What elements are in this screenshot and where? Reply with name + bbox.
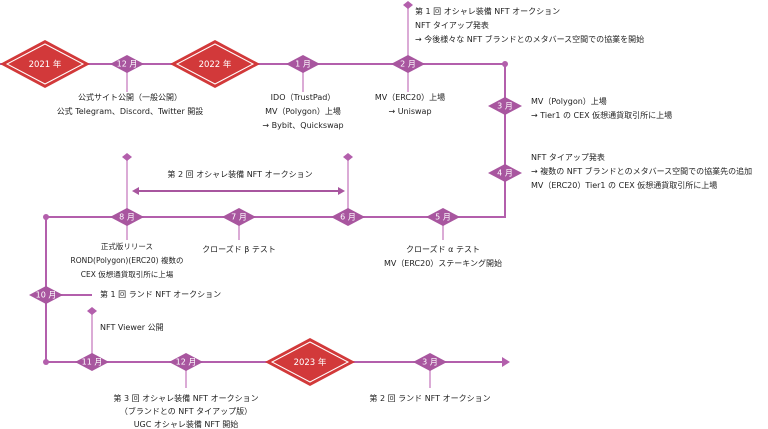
month-nov: 11 月 <box>81 357 103 367</box>
event-line: 公式 Telegram、Discord、Twitter 開設 <box>56 107 204 116</box>
event-feb-above: 第 1 回 オシャレ装備 NFT オークション NFT タイアップ発表 → 今後… <box>415 5 644 47</box>
event-line: → 複数の NFT ブランドとのメタバース空間での協業先の追加 <box>531 167 753 176</box>
year-2022: 2022 年 <box>198 60 232 70</box>
event-line: → 今後様々な NFT ブランドとのメタバース空間での協業を開始 <box>415 35 645 44</box>
year-diamonds <box>0 40 355 386</box>
month-jul: 7 月 <box>231 212 247 222</box>
event-line: NFT タイアップ発表 <box>415 21 489 30</box>
event-line: MV（ERC20）上場 <box>374 93 446 102</box>
month-aug: 8 月 <box>119 212 135 222</box>
event-nov: NFT Viewer 公開 <box>100 323 164 332</box>
event-line: IDO（TrustPad） <box>270 93 336 102</box>
year-2023: 2023 年 <box>293 358 327 368</box>
event-jan: IDO（TrustPad） MV（Polygon）上場 → Bybit、Quic… <box>262 91 343 133</box>
month-apr: 4 月 <box>497 168 513 178</box>
year-2021: 2021 年 <box>28 60 62 70</box>
event-line: 公式サイト公開（一般公開） <box>78 93 182 102</box>
month-jan: 1 月 <box>295 59 311 69</box>
event-oct: 第 1 回 ランド NFT オークション <box>100 290 222 299</box>
event-jul: クローズド β テスト <box>202 245 276 254</box>
event-line: 正式版リリース <box>100 242 154 251</box>
month-mar-2023: 3 月 <box>422 357 438 367</box>
month-jun: 6 月 <box>340 212 356 222</box>
event-line: → Bybit、Quickswap <box>262 121 344 130</box>
event-dec-2021: 公式サイト公開（一般公開） 公式 Telegram、Discord、Twitte… <box>57 91 204 119</box>
event-dec-2022: 第 3 回 オシャレ装備 NFT オークション （ブランドとの NFT タイアッ… <box>113 392 258 429</box>
event-line: 第 3 回 オシャレ装備 NFT オークション <box>113 394 259 403</box>
event-line: ROND(Polygon)(ERC20) 複数の <box>70 256 184 265</box>
event-line: MV（Polygon）上場 <box>531 97 607 106</box>
event-line: NFT タイアップ発表 <box>531 153 605 162</box>
event-aug: 正式版リリース ROND(Polygon)(ERC20) 複数の CEX 仮想通… <box>71 240 184 282</box>
month-diamonds <box>29 55 522 371</box>
month-mar: 3 月 <box>497 101 513 111</box>
event-line: （ブランドとの NFT タイアップ版） <box>119 407 253 416</box>
event-line: → Tier1 の CEX 仮想通貨取引所に上場 <box>531 111 673 120</box>
event-mar: MV（Polygon）上場 → Tier1 の CEX 仮想通貨取引所に上場 <box>531 95 672 123</box>
month-may: 5 月 <box>435 212 451 222</box>
month-feb: 2 月 <box>400 59 416 69</box>
range-arrow <box>132 187 345 195</box>
event-auction-2: 第 2 回 オシャレ装備 NFT オークション <box>167 170 313 179</box>
event-mar-2023: 第 2 回 ランド NFT オークション <box>369 394 491 403</box>
event-line: クローズド α テスト <box>406 245 480 254</box>
event-may: クローズド α テスト MV（ERC20）ステーキング開始 <box>384 243 502 271</box>
event-line: MV（ERC20）Tier1 の CEX 仮想通貨取引所に上場 <box>531 181 718 190</box>
event-apr: NFT タイアップ発表 → 複数の NFT ブランドとのメタバース空間での協業先… <box>531 151 752 193</box>
month-dec-2021: 12 月 <box>116 59 138 69</box>
event-line: MV（ERC20）ステーキング開始 <box>383 259 503 268</box>
month-dec-2022: 12 月 <box>175 357 197 367</box>
event-line: 第 1 回 オシャレ装備 NFT オークション <box>415 7 561 16</box>
small-markers <box>43 1 510 367</box>
event-line: CEX 仮想通貨取引所に上場 <box>80 270 174 279</box>
event-line: → Uniswap <box>388 107 432 116</box>
event-feb-below: MV（ERC20）上場 → Uniswap <box>375 91 445 119</box>
month-oct: 10 月 <box>35 290 57 300</box>
event-line: UGC オシャレ装備 NFT 開始 <box>133 420 239 429</box>
event-line: MV（Polygon）上場 <box>265 107 341 116</box>
